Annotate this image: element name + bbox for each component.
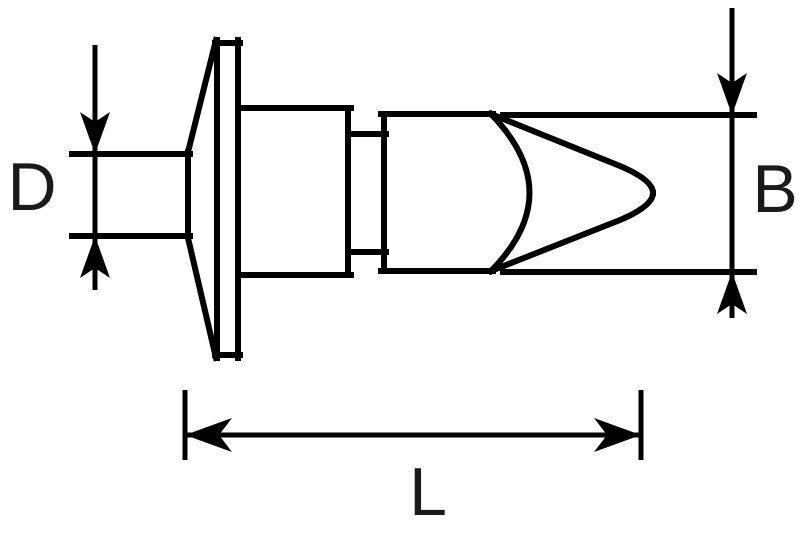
part-outline-group (69, 36, 657, 362)
dimension-D-label: D (7, 149, 56, 225)
dimension-L-arrowhead-right (594, 418, 641, 452)
dimension-D-group: D (7, 45, 190, 290)
flange-cone-bottom-diagonal (184, 234, 220, 362)
dimension-D-arrowhead-top (80, 112, 110, 154)
dimension-L-label: L (409, 454, 447, 530)
dimension-B-group: B (500, 8, 798, 318)
dimension-L-arrowhead-left (185, 418, 232, 452)
dimension-B-arrowhead-top (717, 73, 747, 115)
head-inner-curve (486, 109, 533, 276)
flange-cone-top-diagonal (184, 36, 220, 156)
dimension-L-group: L (182, 390, 644, 530)
dimension-D-arrowhead-bottom (80, 236, 110, 278)
dimension-B-arrowhead-bottom (717, 272, 747, 314)
head-outer-taper-bottom (487, 189, 657, 275)
dimension-B-label: B (752, 151, 797, 227)
